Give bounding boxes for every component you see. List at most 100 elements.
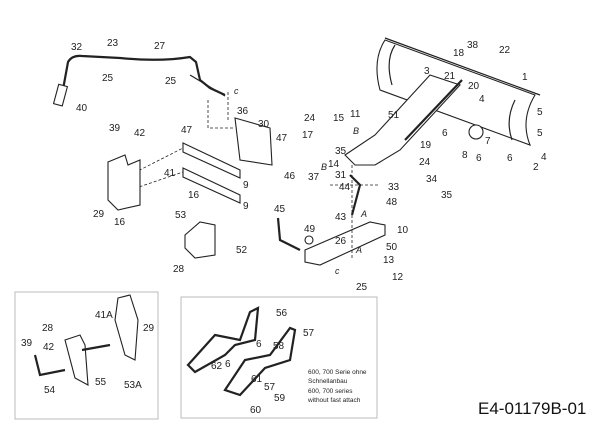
callout: 12 (392, 272, 404, 283)
callout: 42 (134, 128, 146, 139)
callout: 32 (71, 42, 83, 53)
callout: 11 (350, 109, 361, 120)
callout: 62 (211, 361, 223, 372)
callout: 53A (124, 380, 142, 391)
callout: 52 (236, 245, 248, 256)
callout: 58 (273, 341, 285, 352)
callout: 35 (441, 190, 453, 201)
callout: 44 (339, 182, 351, 193)
side-plate-28 (184, 221, 216, 259)
guide-lines (330, 165, 380, 260)
callout: 24 (304, 113, 316, 124)
callout: A (360, 209, 367, 219)
callout: 31 (335, 170, 347, 181)
callout: 8 (462, 150, 468, 161)
note-line: Schnellanbau (308, 378, 348, 385)
callout: 22 (499, 45, 511, 56)
washer-49 (304, 235, 314, 245)
note-line: without fast attach (307, 397, 361, 404)
callout: 6 (256, 339, 262, 350)
callout: 47 (276, 133, 288, 144)
callout: 42 (43, 342, 55, 353)
callout: 33 (388, 182, 400, 193)
callout: 49 (304, 224, 316, 235)
callout: 28 (42, 323, 54, 334)
callout: 18 (453, 48, 465, 59)
callout: 28 (173, 264, 185, 275)
callout: 1 (522, 72, 528, 83)
callout: 61 (251, 374, 263, 385)
side-plate-29 (107, 154, 141, 211)
callout: c (335, 266, 340, 276)
callout: B (353, 126, 359, 136)
callout: 5 (537, 128, 543, 139)
callout: 53 (175, 210, 187, 221)
callout: 25 (102, 73, 114, 84)
callout: 19 (420, 140, 432, 151)
callout: 41 (164, 168, 176, 179)
callout: 40 (76, 103, 88, 114)
diagram-code: E4-01179B-01 (478, 399, 586, 418)
callout: 6 (507, 153, 513, 164)
callout: 27 (154, 41, 166, 52)
callouts: 32 23 27 25 40 25 c 36 30 47 47 39 42 41… (71, 38, 547, 293)
callout: 29 (143, 323, 155, 334)
callout: 10 (397, 225, 409, 236)
mount-plates (129, 92, 273, 204)
callout: 39 (21, 338, 33, 349)
callout: 36 (237, 106, 249, 117)
callout: 2 (533, 162, 539, 173)
callout: 24 (419, 157, 431, 168)
callout: 54 (44, 385, 56, 396)
callout: 23 (107, 38, 119, 49)
callout: 35 (335, 146, 347, 157)
callout: 50 (386, 242, 398, 253)
callout: 3 (424, 66, 430, 77)
callout: 15 (333, 113, 345, 124)
push-frame (344, 74, 463, 166)
callout: 9 (243, 180, 249, 191)
callout: 59 (274, 393, 286, 404)
callout: 55 (95, 377, 107, 388)
callout: 34 (426, 174, 438, 185)
pin-45 (276, 217, 301, 251)
callout: 13 (383, 255, 395, 266)
plow-blade (376, 37, 541, 146)
callout: 7 (485, 136, 491, 147)
note-line: 600, 700 Serie ohne (308, 369, 367, 376)
callout: 4 (479, 94, 485, 105)
callout: 21 (444, 71, 456, 82)
lift-lever (52, 54, 226, 107)
callout: 6 (225, 359, 231, 370)
callout: 9 (243, 201, 249, 212)
note-line: 600, 700 series (308, 388, 353, 395)
callout: 38 (467, 40, 479, 51)
callout: 16 (114, 217, 126, 228)
callout: 5 (537, 107, 543, 118)
callout: 45 (274, 204, 286, 215)
callout: 51 (388, 110, 400, 121)
callout: 56 (276, 308, 288, 319)
arm-31 (349, 174, 362, 216)
callout: 37 (308, 172, 320, 183)
callout: 57 (303, 328, 315, 339)
callout: c (234, 86, 239, 96)
callout: B (321, 162, 327, 172)
callout: 48 (386, 197, 398, 208)
base-frame (304, 221, 386, 266)
callout: A (355, 245, 362, 255)
callout: 57 (264, 382, 276, 393)
inset-left: 41A 28 29 39 42 55 54 53A (14, 291, 159, 420)
callout: 4 (541, 152, 547, 163)
callout: 41A (95, 310, 113, 321)
callout: 25 (356, 282, 368, 293)
inset-right: 56 57 6 58 62 6 61 57 59 60 600, 700 Ser… (180, 296, 378, 419)
callout: 39 (109, 123, 121, 134)
callout: 29 (93, 209, 105, 220)
callout: 47 (181, 125, 193, 136)
callout: 17 (302, 130, 314, 141)
callout: 26 (335, 236, 347, 247)
callout: 6 (476, 153, 482, 164)
